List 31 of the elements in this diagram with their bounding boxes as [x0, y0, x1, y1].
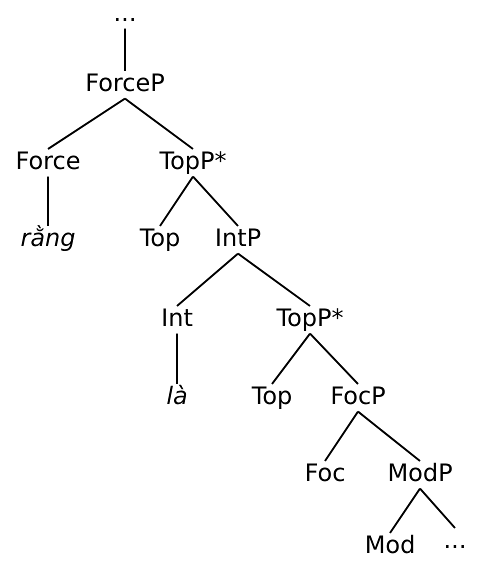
tree-node-label: Int: [161, 305, 193, 333]
tree-branch: [237, 252, 311, 307]
tree-node-label: ForceP: [85, 70, 165, 98]
tree-node-label: FocP: [330, 383, 386, 411]
tree-node-label: Top: [252, 383, 292, 411]
tree-node-label: Foc: [304, 460, 346, 488]
tree-node-label: IntP: [214, 225, 262, 253]
tree-branch: [124, 28, 126, 71]
tree-branch: [271, 333, 311, 385]
tree-branch: [124, 98, 194, 150]
tree-node-label: ...: [114, 0, 136, 28]
tree-branch: [324, 411, 359, 462]
tree-node-label: ModP: [387, 460, 453, 488]
tree-branch: [176, 334, 178, 384]
tree-branch: [419, 488, 456, 529]
tree-node-label: Force: [16, 148, 80, 176]
tree-branch: [47, 176, 49, 226]
terminal-word: rằng: [20, 225, 76, 253]
tree-branch: [192, 176, 239, 227]
tree-branch: [159, 176, 194, 227]
tree-branch: [309, 332, 359, 385]
tree-node-label: Top: [140, 225, 180, 253]
terminal-word: là: [166, 383, 188, 411]
tree-branch: [389, 488, 421, 534]
tree-node-label: ...: [444, 527, 466, 555]
tree-node-label: TopP*: [276, 305, 344, 333]
tree-branch: [176, 252, 239, 307]
tree-branch: [357, 410, 421, 462]
tree-branch: [47, 98, 126, 150]
tree-node-label: TopP*: [160, 148, 226, 176]
tree-node-label: Mod: [364, 532, 416, 560]
